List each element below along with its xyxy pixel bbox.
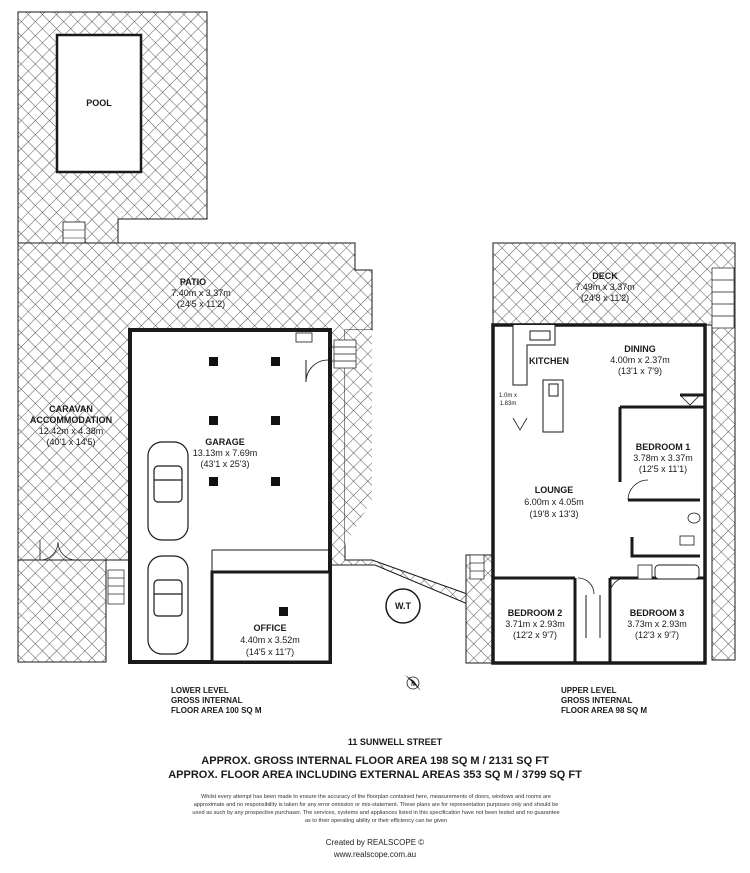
side-steps (107, 569, 125, 605)
dining-label: DINING (624, 344, 656, 354)
garage-label: GARAGE (205, 437, 245, 447)
bedroom2-label: BEDROOM 2 (508, 608, 563, 618)
website: www.realscope.com.au (333, 850, 417, 859)
compass-icon (405, 675, 421, 691)
bedroom3-label: BEDROOM 3 (630, 608, 685, 618)
bedroom2-imperial: (12'2 x 9'7) (513, 630, 557, 640)
garage-metric: 13.13m x 7.69m (193, 448, 258, 458)
office-imperial: (14'5 x 11'7) (246, 647, 294, 657)
pantry-metric: 1.0m x (499, 393, 517, 399)
pool-label: POOL (86, 98, 112, 108)
address: 11 SUNWELL STREET (347, 737, 443, 747)
garage-imperial: (43'1 x 25'3) (201, 459, 250, 469)
upper-house (491, 323, 707, 665)
upper-level-line3: FLOOR AREA 98 SQ M (561, 706, 648, 715)
compass-label: N (411, 682, 415, 688)
patio-imperial: (24'5 x 11'2) (177, 299, 225, 309)
water-tank-label: W.T (395, 601, 411, 611)
dining-metric: 4.00m x 2.37m (610, 355, 670, 365)
office-metric: 4.40m x 3.52m (240, 635, 300, 645)
credit: Created by REALSCOPE © (325, 838, 425, 847)
pool (55, 33, 143, 174)
bedroom3-metric: 3.73m x 2.93m (627, 619, 687, 629)
lower-level-line3: FLOOR AREA 100 SQ M (171, 706, 262, 715)
lounge-imperial: (19'8 x 13'3) (530, 509, 579, 519)
west-strip (17, 559, 107, 663)
upper-level-line2: GROSS INTERNAL (561, 696, 633, 705)
dining-imperial: (13'1 x 7'9) (618, 366, 662, 376)
deck-imperial: (24'8 x 11'2) (581, 293, 629, 303)
caravan-imperial: (40'1 x 14'5) (47, 437, 96, 447)
water-tank (385, 588, 421, 624)
lower-level-line1: LOWER LEVEL (171, 686, 229, 695)
lower-level-caption: LOWER LEVEL GROSS INTERNAL FLOOR AREA 10… (171, 686, 262, 716)
patio-metric: 7.40m x 3.37m (171, 288, 231, 298)
patio-steps (333, 339, 357, 369)
caravan-label-2: ACCOMMODATION (30, 415, 112, 425)
deck-metric: 7.49m x 3.37m (575, 282, 635, 292)
kitchen-label: KITCHEN (529, 356, 569, 366)
lower-level-line2: GROSS INTERNAL (171, 696, 243, 705)
bath (654, 564, 700, 580)
office-label: OFFICE (254, 623, 287, 633)
upper-level-caption: UPPER LEVEL GROSS INTERNAL FLOOR AREA 98… (561, 686, 647, 716)
car-icon (147, 441, 189, 655)
bedroom1-metric: 3.78m x 3.37m (633, 453, 693, 463)
caravan-label: CARAVAN (49, 404, 93, 414)
patio-label: PATIO (180, 277, 206, 287)
external-area: APPROX. FLOOR AREA INCLUDING EXTERNAL AR… (168, 769, 582, 781)
bedroom3-imperial: (12'3 x 9'7) (635, 630, 679, 640)
deck-steps (711, 267, 735, 329)
lounge-label: LOUNGE (535, 485, 574, 495)
bedroom1-label: BEDROOM 1 (636, 442, 691, 452)
bedroom1-imperial: (12'5 x 11'1) (639, 464, 687, 474)
gross-internal-area: APPROX. GROSS INTERNAL FLOOR AREA 198 SQ… (201, 755, 549, 767)
caravan-metric: 12.42m x 4.38m (39, 426, 104, 436)
upper-level-line1: UPPER LEVEL (561, 686, 617, 695)
garage-columns (209, 357, 288, 616)
kitchen-bench (512, 325, 564, 433)
pantry-metric-2: 1.83m (500, 401, 517, 407)
disclaimer: Whilst every attempt has been made to en… (192, 794, 560, 824)
bedroom2-metric: 3.71m x 2.93m (505, 619, 565, 629)
office-room (210, 570, 332, 664)
east-patio (345, 330, 372, 545)
deck-label: DECK (592, 271, 618, 281)
lounge-metric: 6.00m x 4.05m (524, 497, 584, 507)
